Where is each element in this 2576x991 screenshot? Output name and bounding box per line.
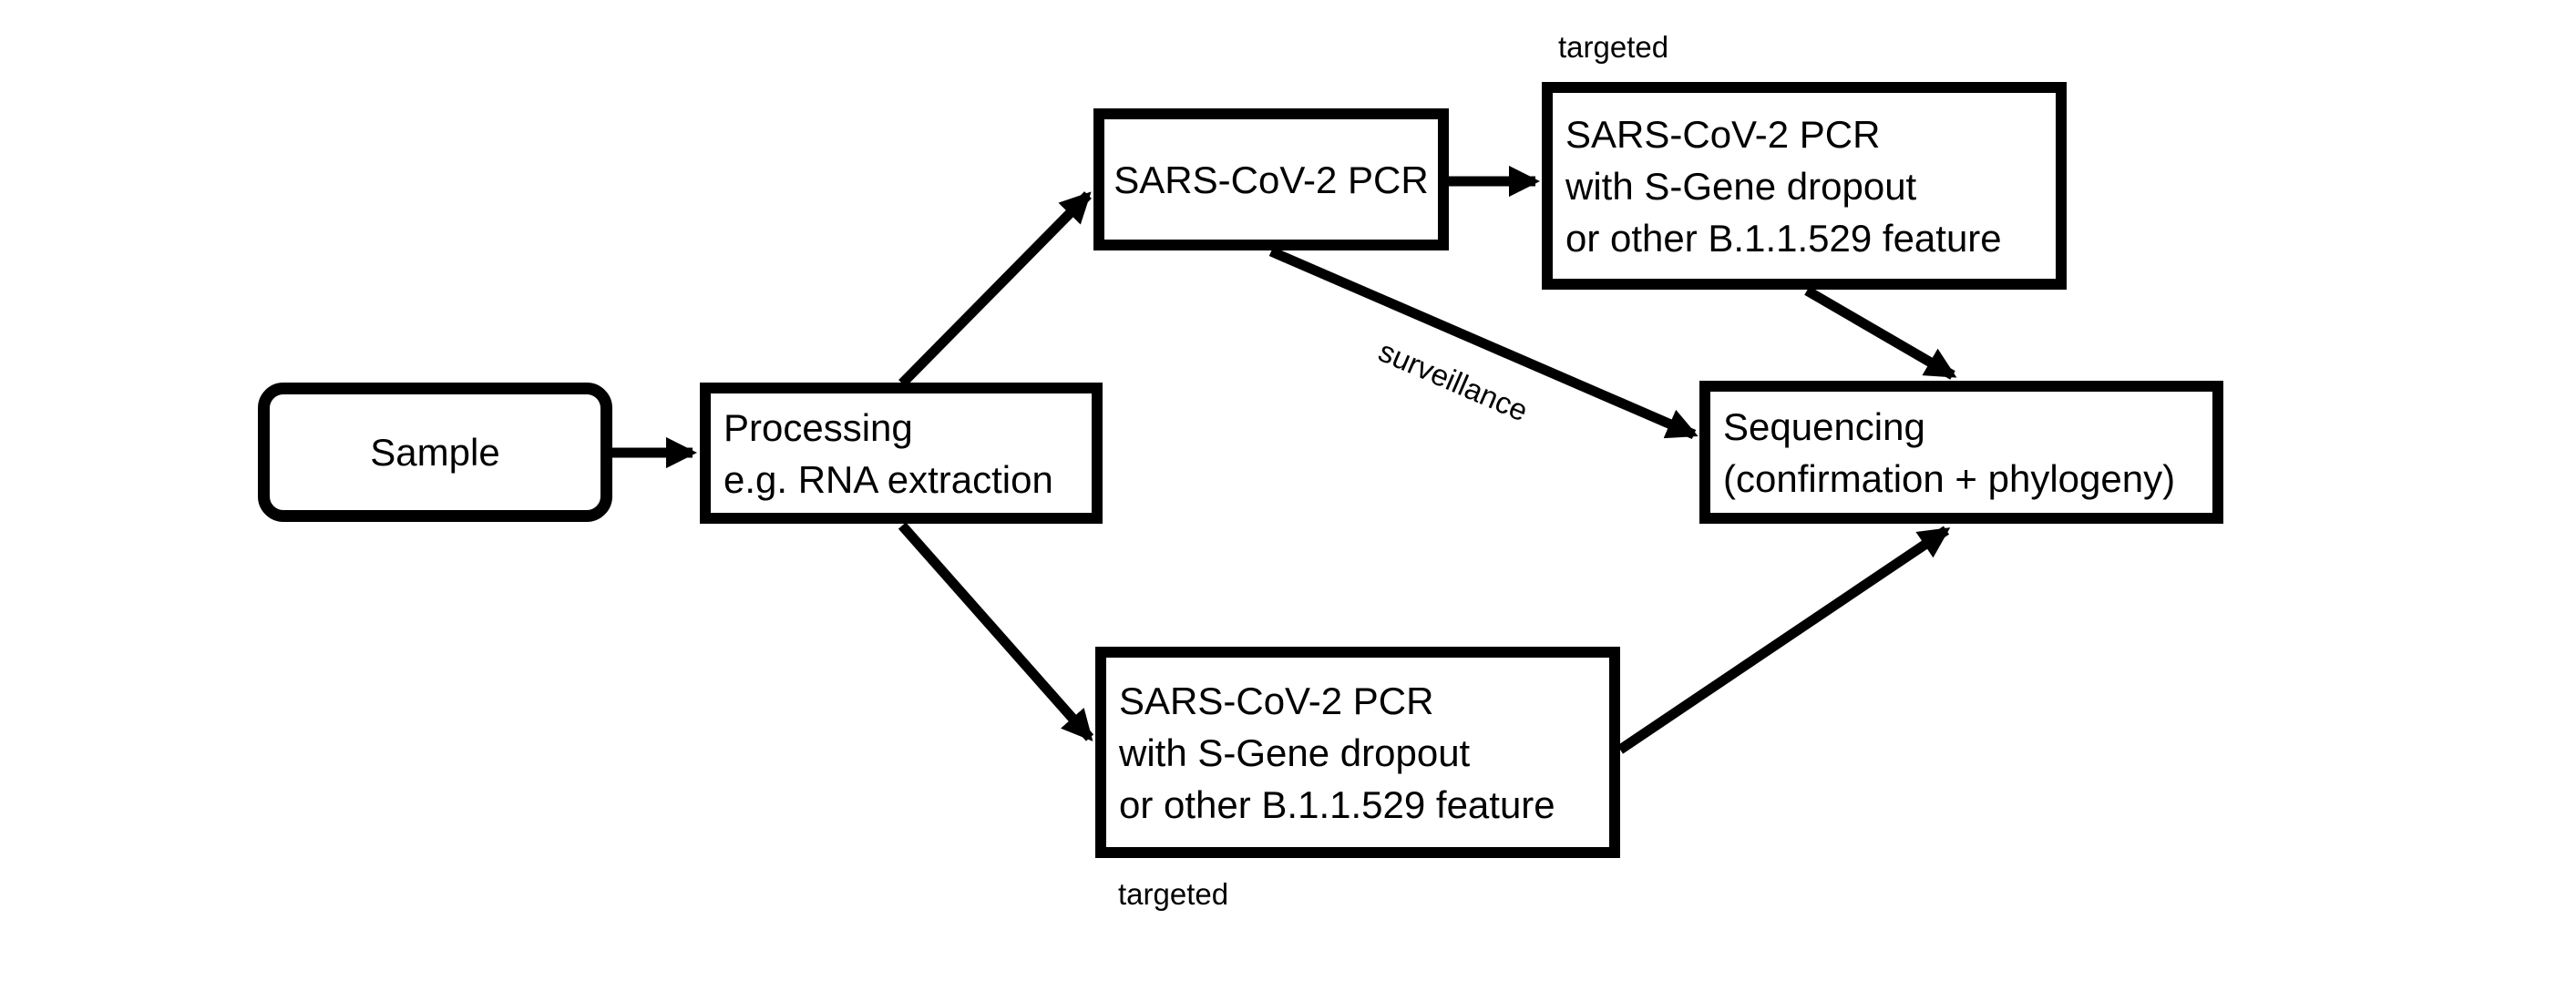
node-dropout-top-line1: SARS-CoV-2 PCR [1565, 112, 1881, 156]
node-dropout-top-line3: or other B.1.1.529 feature [1565, 216, 2002, 260]
node-dropout-top: SARS-CoV-2 PCR with S-Gene dropout or ot… [1542, 82, 2067, 290]
node-pcr: SARS-CoV-2 PCR [1093, 108, 1449, 250]
node-dropout-bottom-line2: with S-Gene dropout [1119, 730, 1471, 774]
annotation-targeted-top: targeted [1558, 30, 1669, 64]
node-sample: Sample [258, 383, 612, 522]
node-pcr-label: SARS-CoV-2 PCR [1114, 158, 1429, 201]
node-sequencing: Sequencing (confirmation + phylogeny) [1699, 381, 2223, 524]
edge-dropout-top-to-sequencing [1804, 286, 1957, 380]
edge-dropout-bottom-to-sequencing [1616, 526, 1951, 754]
node-processing: Processing e.g. RNA extraction [700, 383, 1103, 524]
node-sequencing-line1: Sequencing [1723, 404, 1925, 448]
node-dropout-bottom: SARS-CoV-2 PCR with S-Gene dropout or ot… [1095, 647, 1620, 858]
node-dropout-top-line2: with S-Gene dropout [1565, 164, 1917, 208]
edge-label-surveillance: surveillance [1374, 333, 1534, 427]
node-sequencing-line2: (confirmation + phylogeny) [1723, 456, 2176, 500]
edge-processing-to-pcr [898, 191, 1092, 387]
node-processing-line2: e.g. RNA extraction [724, 457, 1053, 501]
node-dropout-bottom-line3: or other B.1.1.529 feature [1119, 782, 1555, 826]
node-dropout-bottom-line1: SARS-CoV-2 PCR [1119, 679, 1434, 722]
edge-processing-to-dropout-bottom [898, 522, 1094, 741]
annotation-targeted-bottom: targeted [1118, 877, 1229, 911]
node-sample-label: Sample [370, 431, 500, 474]
node-processing-line1: Processing [724, 405, 913, 449]
